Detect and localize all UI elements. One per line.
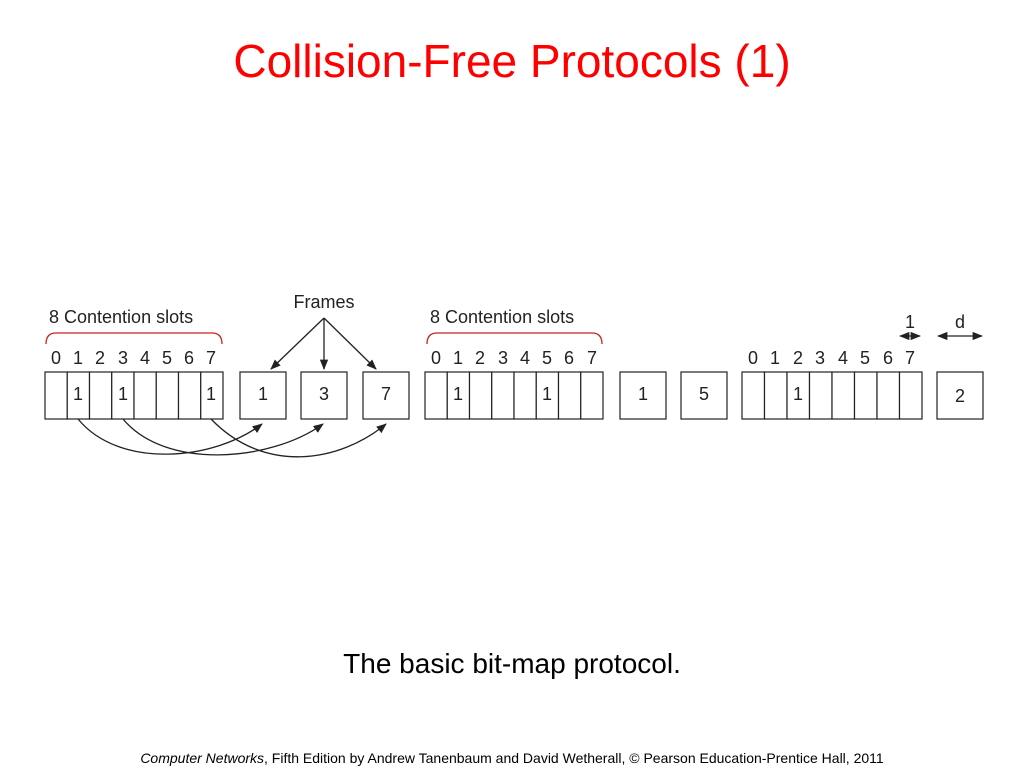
- contention-slots-bracket: [45, 332, 223, 345]
- frame-label: 3: [319, 384, 329, 404]
- frame-box: [300, 371, 348, 420]
- frame-box: [619, 371, 667, 420]
- contention-slots-row: 1: [741, 371, 923, 420]
- frame-width-indicator: d: [936, 312, 984, 341]
- slot-width-indicator: 1: [898, 312, 922, 341]
- contention-slot: [468, 371, 493, 420]
- slot-number: 4: [520, 348, 530, 368]
- slot-value: 1: [118, 384, 128, 404]
- slot-value: 1: [453, 384, 463, 404]
- contention-slot: [831, 371, 856, 420]
- slot-to-frame-arrow-7: [210, 418, 387, 458]
- slide-footer: Computer Networks, Fifth Edition by Andr…: [0, 748, 1024, 768]
- slot-number: 3: [815, 348, 825, 368]
- slot-number: 7: [206, 348, 216, 368]
- slot-number: 0: [748, 348, 758, 368]
- contention-slot: [763, 371, 788, 420]
- slot-number: 4: [140, 348, 150, 368]
- contention-slot: [177, 371, 202, 420]
- frame-box: [936, 371, 984, 420]
- contention-slot: [133, 371, 157, 420]
- slot-value: 1: [542, 384, 552, 404]
- footer-book-title: Computer Networks: [140, 750, 265, 766]
- contention-slot: [580, 371, 604, 420]
- contention-group-1: 8 Contention slots 0 1 2 3 4 5 6 7 1 1: [44, 307, 410, 458]
- slot-to-frame-arrow-3: [122, 418, 324, 456]
- contention-group-2: 8 Contention slots 0 1 2 3 4 5 6 7 1: [424, 307, 728, 420]
- slot-number: 5: [162, 348, 172, 368]
- frame-width-label: d: [955, 312, 965, 332]
- contention-group-3: 0 1 2 3 4 5 6 7 1 2: [741, 348, 984, 420]
- frames-label: Frames: [293, 292, 354, 312]
- contention-slots-label: 8 Contention slots: [430, 307, 574, 327]
- slot-number: 1: [453, 348, 463, 368]
- slot-number: 3: [498, 348, 508, 368]
- slot-value: 1: [206, 384, 216, 404]
- figure-caption: The basic bit-map protocol.: [343, 648, 681, 679]
- frames-arrow-7: [323, 317, 377, 370]
- slot-number: 2: [95, 348, 105, 368]
- frame-label: 1: [258, 384, 268, 404]
- slot-number: 0: [51, 348, 61, 368]
- contention-slot: [898, 371, 923, 420]
- frame-box: [680, 371, 728, 420]
- contention-slot: [88, 371, 113, 420]
- contention-slot: [513, 371, 537, 420]
- slot-number: 6: [564, 348, 574, 368]
- slot-number: 5: [542, 348, 552, 368]
- frame-label: 2: [955, 386, 965, 406]
- frame-box: [362, 371, 410, 420]
- frame-box: [239, 371, 287, 420]
- contention-slot: [44, 371, 68, 420]
- slot-to-frame-arrow-1: [77, 418, 263, 455]
- contention-slots-label: 8 Contention slots: [49, 307, 193, 327]
- slot-value: 1: [793, 384, 803, 404]
- contention-slots-bracket: [426, 332, 603, 345]
- footer-credits: , Fifth Edition by Andrew Tanenbaum and …: [264, 750, 884, 766]
- slot-value: 1: [73, 384, 83, 404]
- slide-title: Collision-Free Protocols (1): [233, 35, 791, 87]
- contention-slot: [491, 371, 515, 420]
- slot-number: 6: [184, 348, 194, 368]
- slot-number: 2: [793, 348, 803, 368]
- frame-label: 5: [699, 384, 709, 404]
- contention-slots-row: 1 1: [424, 371, 604, 420]
- frame-label: 1: [638, 384, 648, 404]
- contention-slot: [155, 371, 180, 420]
- contention-slot: [424, 371, 448, 420]
- frames-arrow-1: [270, 317, 325, 370]
- slot-numbers: 0 1 2 3 4 5 6 7: [748, 348, 915, 368]
- slot-number: 2: [475, 348, 485, 368]
- slot-number: 1: [770, 348, 780, 368]
- slot-number: 5: [860, 348, 870, 368]
- contention-slot: [853, 371, 878, 420]
- slot-number: 7: [905, 348, 915, 368]
- contention-slot: [876, 371, 901, 420]
- slot-number: 6: [883, 348, 893, 368]
- contention-slots-row: 1 1 1: [44, 371, 224, 420]
- slot-number: 7: [587, 348, 597, 368]
- slot-number: 1: [73, 348, 83, 368]
- contention-slot: [808, 371, 833, 420]
- slot-number: 4: [838, 348, 848, 368]
- slot-numbers: 0 1 2 3 4 5 6 7: [51, 348, 216, 368]
- contention-slot: [557, 371, 582, 420]
- slot-width-label: 1: [905, 312, 915, 332]
- slot-numbers: 0 1 2 3 4 5 6 7: [431, 348, 597, 368]
- contention-slot: [741, 371, 766, 420]
- slot-number: 0: [431, 348, 441, 368]
- slot-number: 3: [118, 348, 128, 368]
- frame-label: 7: [381, 384, 391, 404]
